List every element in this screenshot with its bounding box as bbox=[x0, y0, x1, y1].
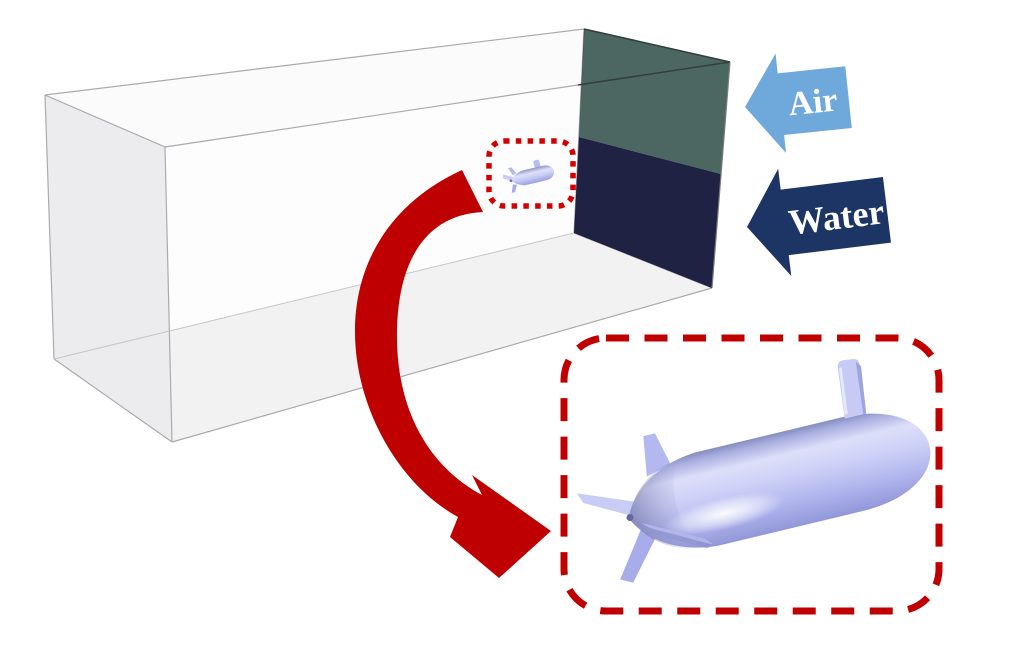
large-auv-fin-starboard-shadow bbox=[647, 528, 714, 549]
air-arrow: Air bbox=[745, 53, 852, 153]
small-auv-fin-upper bbox=[508, 167, 517, 176]
domain-left-face bbox=[45, 95, 172, 442]
inlet-face-water bbox=[574, 137, 721, 288]
edge-inlet-bottom bbox=[573, 232, 713, 289]
large-auv-sail-shade bbox=[855, 361, 867, 415]
small-auv-hull bbox=[510, 165, 555, 186]
edge-left-bottom bbox=[53, 358, 173, 443]
edge-inlet-top bbox=[583, 28, 731, 63]
inlet-face-air bbox=[579, 29, 730, 174]
edge-top-front-left bbox=[164, 84, 579, 148]
water-arrow: Water bbox=[747, 168, 891, 276]
large-auv-sail-highlight bbox=[838, 366, 848, 415]
edge-top-front-right bbox=[577, 61, 731, 86]
auv-location-marker-icon bbox=[486, 138, 576, 209]
small-auv-sail bbox=[533, 159, 541, 169]
large-auv-fin-port bbox=[576, 493, 641, 519]
small-auv-tail-hub bbox=[509, 179, 513, 183]
air-arrow-icon bbox=[745, 53, 852, 153]
edge-inlet-right bbox=[711, 61, 731, 289]
edge-front-bottom bbox=[171, 287, 713, 443]
edge-inlet-left bbox=[573, 28, 585, 234]
zoom-callout-arrow-icon bbox=[354, 170, 551, 578]
edge-top-left bbox=[44, 94, 166, 148]
small-auv bbox=[502, 159, 555, 193]
edge-front-left-vertical bbox=[164, 146, 173, 443]
large-auv bbox=[576, 359, 931, 583]
edge-top-back bbox=[44, 28, 585, 96]
edge-left-back-vertical bbox=[44, 94, 55, 360]
edge-floor-back bbox=[53, 232, 575, 360]
large-auv-fin-lower bbox=[620, 529, 656, 583]
small-auv-fin-lower bbox=[511, 184, 517, 193]
large-auv-specular-highlight bbox=[664, 492, 785, 535]
small-auv-fin-starboard bbox=[514, 182, 526, 186]
water-arrow-icon bbox=[747, 168, 891, 276]
domain-top-face bbox=[45, 29, 730, 147]
large-auv-tail-hub bbox=[626, 514, 634, 522]
air-arrow-label: Air bbox=[787, 81, 840, 123]
